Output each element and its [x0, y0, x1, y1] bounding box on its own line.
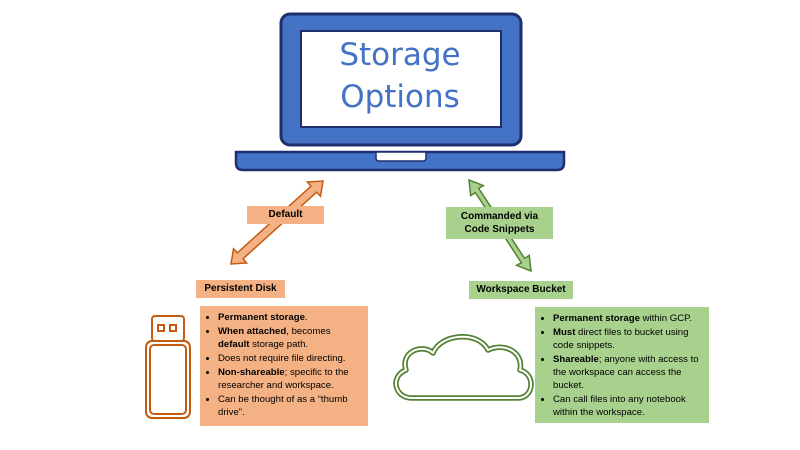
workspace-bucket-bullet-list: Permanent storage within GCP.Must direct… [541, 312, 701, 419]
bullet-text: ; anyone with access to the workspace ca… [553, 354, 699, 391]
bullet-text: Can be thought of as a “thumb drive”. [218, 394, 348, 418]
bullet-emphasis: Permanent storage [218, 312, 305, 323]
bullet-text: within GCP. [639, 313, 692, 324]
bullet-emphasis: Shareable [553, 354, 599, 365]
commanded-via-line-2: Code Snippets [464, 224, 535, 235]
bullet-text: . [304, 312, 308, 323]
title-line-2: Options [340, 79, 460, 115]
bullet-emphasis: When attached [218, 326, 287, 337]
bullet-item: When attached, becomes default storage p… [218, 325, 360, 351]
bullet-emphasis: default [218, 339, 250, 350]
bullet-emphasis: Permanent storage [553, 313, 640, 324]
persistent-disk-bullet-list: Permanent storage.When attached, becomes… [206, 311, 360, 419]
persistent-disk-heading: Persistent Disk [196, 280, 285, 298]
bullet-text: Does not require file directing. [218, 353, 346, 364]
bullet-emphasis: Must [553, 327, 576, 338]
workspace-bucket-details: Permanent storage within GCP.Must direct… [535, 307, 709, 423]
commanded-via-line-1: Commanded via [460, 211, 539, 222]
workspace-bucket-heading: Workspace Bucket [469, 281, 573, 299]
bullet-text: Can call files into any notebook within … [553, 394, 686, 418]
default-label: Default [247, 206, 324, 224]
cloud-icon [393, 334, 534, 401]
page-title: Storage Options [300, 34, 500, 118]
bullet-text: direct files to bucket using code snippe… [553, 327, 689, 351]
bullet-text: ; specific to the researcher and workspa… [218, 367, 349, 391]
commanded-via-label: Commanded via Code Snippets [446, 207, 553, 239]
bullet-emphasis: Non-shareable [218, 367, 285, 378]
bullet-item: Does not require file directing. [218, 352, 360, 365]
bullet-item: Permanent storage. [218, 311, 360, 324]
bullet-text: , becomes [286, 326, 331, 337]
bullet-item: Shareable; anyone with access to the wor… [553, 353, 701, 392]
bullet-text: storage path. [249, 339, 309, 350]
title-line-1: Storage [339, 37, 461, 73]
bullet-item: Can be thought of as a “thumb drive”. [218, 393, 360, 419]
bullet-item: Must direct files to bucket using code s… [553, 326, 701, 352]
laptop-icon [234, 12, 566, 172]
bullet-item: Permanent storage within GCP. [553, 312, 701, 325]
bullet-item: Can call files into any notebook within … [553, 393, 701, 419]
persistent-disk-details: Permanent storage.When attached, becomes… [200, 306, 368, 426]
usb-drive-icon [145, 315, 191, 419]
bullet-item: Non-shareable; specific to the researche… [218, 366, 360, 392]
